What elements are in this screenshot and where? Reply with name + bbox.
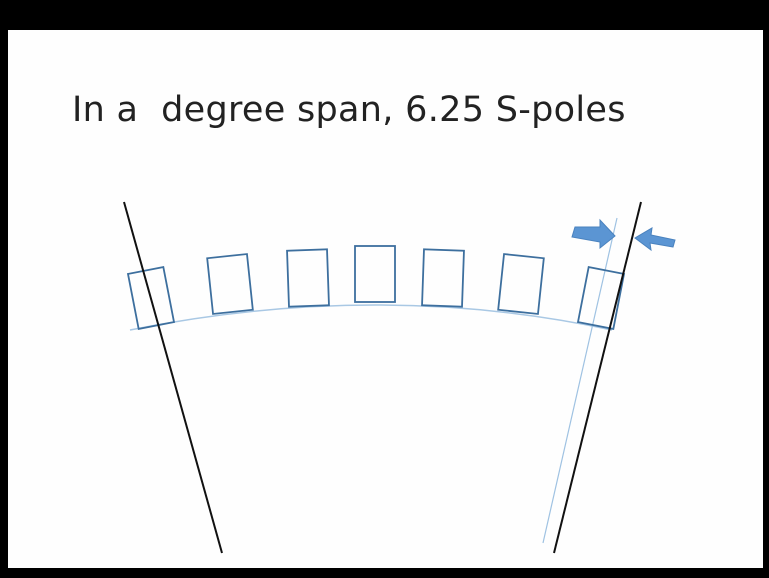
pole-span-diagram xyxy=(123,201,676,554)
slide: In a degree span, 6.25 S-poles xyxy=(8,30,763,568)
arrow-right-icon xyxy=(571,218,616,250)
arrow-left-icon xyxy=(634,227,676,252)
pole-5 xyxy=(421,248,465,308)
pole-7 xyxy=(576,266,626,330)
guide-line xyxy=(542,217,618,544)
pole-6 xyxy=(497,253,545,315)
top-letterbox-bar xyxy=(0,0,769,30)
pole-4 xyxy=(354,245,396,303)
pole-3 xyxy=(286,248,330,308)
left-span-line xyxy=(123,201,223,554)
slide-title: In a degree span, 6.25 S-poles xyxy=(72,90,626,130)
bottom-letterbox-bar xyxy=(0,568,769,578)
right-span-line xyxy=(553,201,642,554)
pole-2 xyxy=(206,253,254,315)
rotor-arc xyxy=(129,304,613,331)
pole-1 xyxy=(126,266,176,330)
